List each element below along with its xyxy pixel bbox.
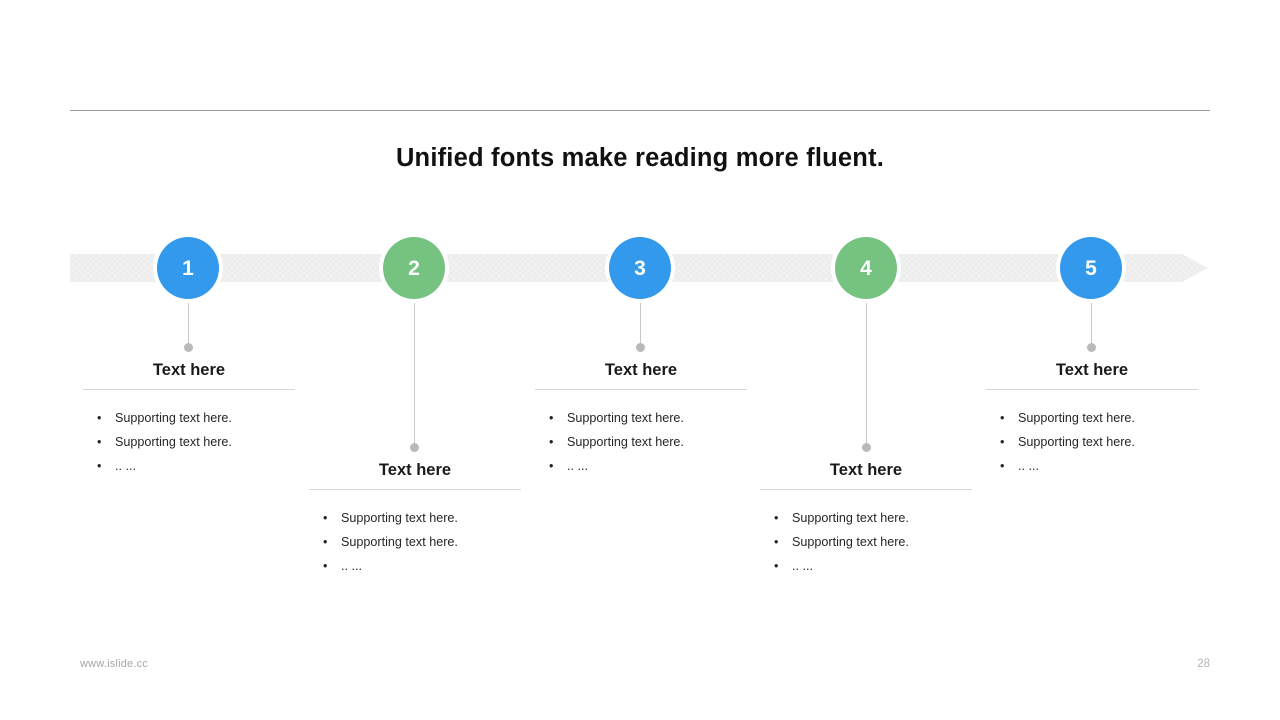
bullet-text: .. ... <box>341 559 362 573</box>
connector-dot-5 <box>1087 343 1096 352</box>
node-number-badge: 1 <box>157 237 219 299</box>
connector-dot-1 <box>184 343 193 352</box>
bullet-icon: • <box>549 459 554 473</box>
step-bullet-list: • Supporting text here. • Supporting tex… <box>986 390 1198 478</box>
bullet-icon: • <box>97 435 102 449</box>
connector-dot-4 <box>862 443 871 452</box>
step-content-1: Text here • Supporting text here. • Supp… <box>83 359 295 478</box>
step-heading: Text here <box>604 361 678 379</box>
list-item: • Supporting text here. <box>309 506 521 530</box>
list-item: • Supporting text here. <box>535 406 747 430</box>
timeline-node-2[interactable]: 2 <box>379 233 449 303</box>
node-number-badge: 3 <box>609 237 671 299</box>
list-item: • Supporting text here. <box>309 530 521 554</box>
bullet-icon: • <box>323 559 328 573</box>
bullet-icon: • <box>97 459 102 473</box>
step-bullet-list: • Supporting text here. • Supporting tex… <box>535 390 747 478</box>
node-number-badge: 2 <box>383 237 445 299</box>
connector-line-2 <box>414 299 415 447</box>
bullet-text: Supporting text here. <box>115 411 232 425</box>
step-heading: Text here <box>829 461 903 479</box>
timeline-node-4[interactable]: 4 <box>831 233 901 303</box>
step-heading-underline <box>760 489 972 490</box>
node-number-badge: 5 <box>1060 237 1122 299</box>
step-content-5: Text here • Supporting text here. • Supp… <box>986 359 1198 478</box>
bullet-icon: • <box>323 511 328 525</box>
bullet-icon: • <box>549 411 554 425</box>
step-content-2: Text here • Supporting text here. • Supp… <box>309 459 521 578</box>
bullet-text: Supporting text here. <box>1018 411 1135 425</box>
bullet-text: Supporting text here. <box>341 511 458 525</box>
step-heading: Text here <box>152 361 226 379</box>
bullet-icon: • <box>323 535 328 549</box>
node-number-badge: 4 <box>835 237 897 299</box>
bullet-text: .. ... <box>1018 459 1039 473</box>
timeline-node-1[interactable]: 1 <box>153 233 223 303</box>
bullet-text: Supporting text here. <box>1018 435 1135 449</box>
bullet-icon: • <box>549 435 554 449</box>
bullet-text: .. ... <box>115 459 136 473</box>
footer-url[interactable]: www.islide.cc <box>80 658 149 670</box>
bullet-icon: • <box>1000 459 1005 473</box>
step-heading-underline <box>535 389 747 390</box>
connector-line-3 <box>640 299 641 347</box>
bullet-icon: • <box>774 511 779 525</box>
timeline-node-5[interactable]: 5 <box>1056 233 1126 303</box>
bullet-text: Supporting text here. <box>567 435 684 449</box>
bullet-icon: • <box>774 559 779 573</box>
header-divider <box>70 110 1210 111</box>
step-heading-underline <box>986 389 1198 390</box>
list-item: • .. ... <box>986 454 1198 478</box>
bullet-icon: • <box>97 411 102 425</box>
connector-line-1 <box>188 299 189 347</box>
list-item: • .. ... <box>535 454 747 478</box>
list-item: • Supporting text here. <box>83 430 295 454</box>
timeline-node-3[interactable]: 3 <box>605 233 675 303</box>
bullet-text: .. ... <box>792 559 813 573</box>
list-item: • Supporting text here. <box>83 406 295 430</box>
list-item: • Supporting text here. <box>986 430 1198 454</box>
bullet-text: .. ... <box>567 459 588 473</box>
list-item: • .. ... <box>309 554 521 578</box>
step-heading: Text here <box>1055 361 1129 379</box>
step-bullet-list: • Supporting text here. • Supporting tex… <box>309 490 521 578</box>
connector-dot-2 <box>410 443 419 452</box>
list-item: • Supporting text here. <box>535 430 747 454</box>
bullet-text: Supporting text here. <box>115 435 232 449</box>
step-heading: Text here <box>378 461 452 479</box>
bullet-text: Supporting text here. <box>341 535 458 549</box>
bullet-icon: • <box>774 535 779 549</box>
connector-dot-3 <box>636 343 645 352</box>
step-content-3: Text here • Supporting text here. • Supp… <box>535 359 747 478</box>
list-item: • Supporting text here. <box>760 506 972 530</box>
bullet-icon: • <box>1000 411 1005 425</box>
list-item: • .. ... <box>760 554 972 578</box>
list-item: • Supporting text here. <box>986 406 1198 430</box>
bullet-text: Supporting text here. <box>792 535 909 549</box>
bullet-icon: • <box>1000 435 1005 449</box>
step-heading-underline <box>309 489 521 490</box>
bullet-text: Supporting text here. <box>792 511 909 525</box>
page-number: 28 <box>1197 658 1210 670</box>
step-heading-underline <box>83 389 295 390</box>
step-content-4: Text here • Supporting text here. • Supp… <box>760 459 972 578</box>
page-title: Unified fonts make reading more fluent. <box>395 144 885 172</box>
connector-line-4 <box>866 299 867 447</box>
bullet-text: Supporting text here. <box>567 411 684 425</box>
connector-line-5 <box>1091 299 1092 347</box>
step-bullet-list: • Supporting text here. • Supporting tex… <box>760 490 972 578</box>
list-item: • .. ... <box>83 454 295 478</box>
step-bullet-list: • Supporting text here. • Supporting tex… <box>83 390 295 478</box>
list-item: • Supporting text here. <box>760 530 972 554</box>
